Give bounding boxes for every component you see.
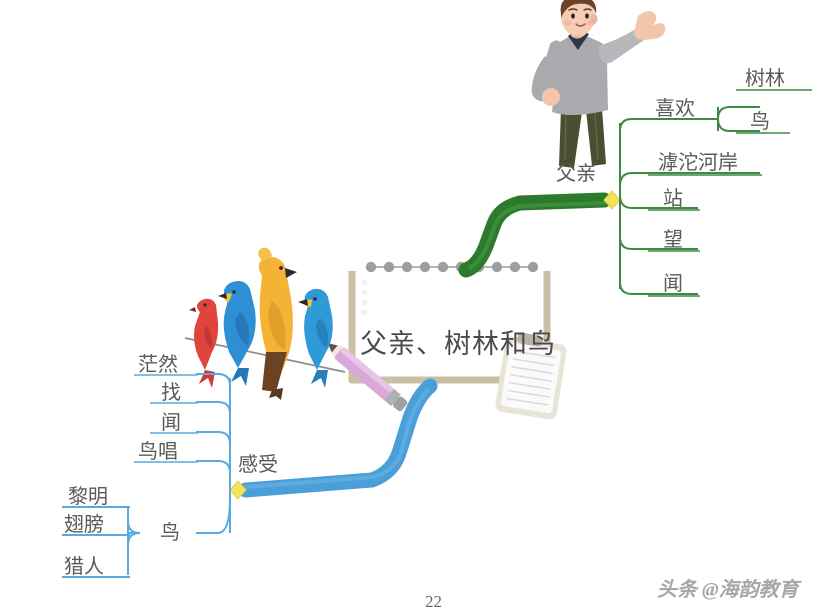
father-trunk	[458, 192, 612, 278]
bird-orange	[258, 247, 297, 400]
node-label-smell-blue[interactable]: 闻	[161, 412, 181, 434]
node-label-gaze[interactable]: 望	[663, 229, 683, 251]
bird-red	[189, 298, 219, 388]
node-label-dawn[interactable]: 黎明	[68, 486, 108, 508]
node-label-father[interactable]: 父亲	[556, 163, 596, 185]
node-label-stand[interactable]: 站	[663, 188, 683, 210]
node-label-wings[interactable]: 翅膀	[64, 514, 104, 536]
bird-blue-small	[298, 288, 333, 388]
node-label-bird-green[interactable]: 鸟	[750, 111, 770, 133]
node-label-feeling[interactable]: 感受	[238, 454, 278, 476]
node-label-hunter[interactable]: 猎人	[64, 556, 104, 578]
feeling-connector-node	[229, 480, 247, 500]
notepad-frame-icon	[348, 261, 551, 384]
birds-on-wire-icon	[184, 247, 346, 400]
watermark: 头条 @海韵教育	[657, 579, 799, 601]
node-label-smell-green[interactable]: 闻	[663, 273, 683, 295]
node-label-forest[interactable]: 树林	[745, 68, 785, 90]
feeling-subbranches	[196, 373, 231, 534]
father-connector-node	[603, 190, 621, 210]
bird-blue-large	[218, 281, 256, 386]
father-subbranches	[619, 118, 760, 295]
page-number: 22	[425, 592, 442, 611]
node-label-bird-blue[interactable]: 鸟	[160, 522, 180, 544]
father-figure-icon	[531, 0, 666, 168]
page-title: 父亲、树林和鸟	[360, 329, 556, 359]
node-label-bewildered[interactable]: 茫然	[138, 354, 178, 376]
node-label-search[interactable]: 找	[161, 382, 181, 404]
node-label-hutuo-riverbank[interactable]: 滹沱河岸	[658, 152, 738, 174]
node-label-birdsong[interactable]: 鸟唱	[138, 441, 178, 463]
node-label-xihuan[interactable]: 喜欢	[655, 98, 695, 120]
